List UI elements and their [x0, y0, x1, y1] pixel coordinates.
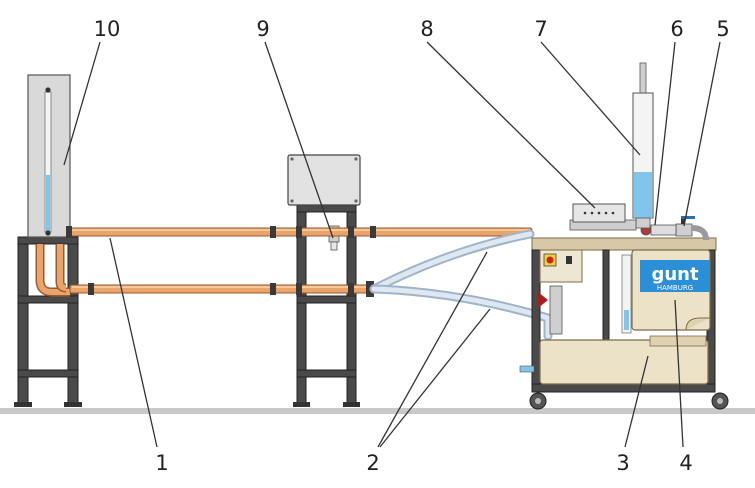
- leader-lines: [63, 41, 721, 448]
- callout-label: 8: [420, 17, 433, 41]
- callout-labels: 1 2 3 4 5 6 7 8 9 10: [94, 17, 730, 475]
- manometer-board: [27, 74, 71, 238]
- callout-label: 9: [256, 17, 269, 41]
- callout-label: 6: [670, 17, 683, 41]
- middle-stand: [293, 204, 360, 407]
- callout-label: 2: [366, 451, 379, 475]
- left-stand: [14, 236, 82, 407]
- callout-label: 7: [534, 17, 547, 41]
- flow-meter-tube: [621, 254, 632, 334]
- brand-logo: gunt: [651, 264, 699, 285]
- supply-tank: [519, 335, 709, 385]
- flexible-hoses: [369, 229, 553, 341]
- callout-label: 4: [679, 451, 692, 475]
- sensor-box: [287, 154, 361, 206]
- callout-label: 1: [155, 451, 168, 475]
- floor: [0, 408, 755, 414]
- ball-valve: [675, 216, 709, 241]
- callout-label: 10: [94, 17, 121, 41]
- brand-sub: HAMBURG: [657, 284, 693, 292]
- pump-valve: [538, 285, 563, 335]
- lower-pipe: [69, 284, 371, 294]
- callout-label: 3: [616, 451, 629, 475]
- bench-frame: [531, 237, 717, 393]
- bench-wheels: [529, 392, 729, 410]
- measuring-cylinder: [632, 62, 654, 229]
- display-unit: [569, 203, 637, 231]
- control-panel: [539, 249, 583, 283]
- left-pipe-bends: [35, 244, 70, 297]
- callout-label: 5: [716, 17, 729, 41]
- volumetric-tank: gunt HAMBURG: [631, 249, 711, 331]
